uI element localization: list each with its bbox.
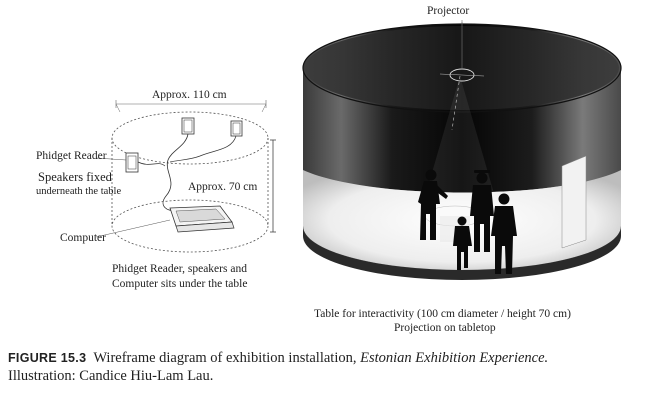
table-description-line1: Table for interactivity (100 cm diameter…	[314, 308, 571, 320]
speakers-label-line2: underneath the table	[36, 186, 121, 197]
computer-laptop	[169, 205, 235, 233]
phidget-reader-box	[125, 152, 139, 173]
table-bottom-outline	[111, 199, 269, 253]
phidget-reader-label: Phidget Reader	[36, 150, 107, 162]
projector-label: Projector	[427, 5, 469, 17]
caption-title-italic: Estonian Exhibition Experience.	[360, 350, 549, 366]
figure-caption: FIGURE 15.3 Wireframe diagram of exhibit…	[8, 349, 638, 385]
visitor-2	[470, 170, 494, 252]
caption-text-1: Wireframe diagram of exhibition installa…	[93, 350, 357, 366]
visitor-4	[491, 193, 517, 274]
under-table-note-line1: Phidget Reader, speakers and	[112, 263, 247, 275]
leader-phidget	[95, 157, 127, 161]
dimension-side-label: Approx. 70 cm	[188, 181, 257, 193]
visitor-silhouettes	[418, 169, 517, 274]
speakers-label-line1: Speakers fixed	[38, 170, 113, 184]
visitor-1	[418, 169, 448, 240]
leader-computer	[95, 219, 171, 238]
table-description-line2: Projection on tabletop	[394, 322, 496, 334]
cable-wire	[162, 133, 189, 211]
under-table-note-line2: Computer sits under the table	[112, 278, 247, 290]
computer-label: Computer	[60, 232, 106, 244]
dimension-top-label: Approx. 110 cm	[152, 89, 227, 101]
speaker-box-right	[230, 120, 243, 137]
projection-room-diagram: Projector Table for interactivity (100 c…	[302, 5, 622, 334]
figure-number: FIGURE 15.3	[8, 351, 87, 365]
table-wireframe-diagram: Approx. 110 cm Approx. 70 cm Phidget Rea…	[36, 89, 276, 290]
room-doorway	[561, 155, 587, 249]
visitor-3	[453, 216, 472, 270]
caption-credit: Illustration: Candice Hiu-Lam Lau.	[8, 368, 214, 384]
